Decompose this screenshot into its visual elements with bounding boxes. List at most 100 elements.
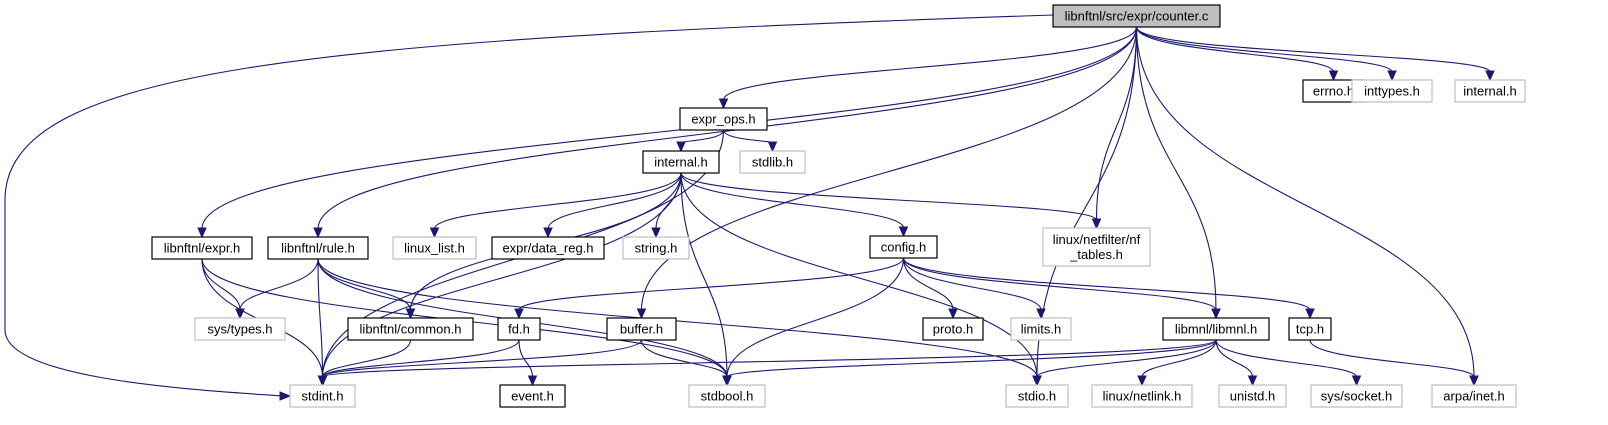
edge-arrowhead <box>718 98 729 110</box>
node-box <box>491 236 605 260</box>
edge-line <box>317 26 1138 230</box>
edge-arrowhead <box>767 141 778 153</box>
edge-line <box>680 172 728 378</box>
node-fd-h[interactable]: fd.h <box>497 317 541 341</box>
edge-config_h-to-tcp_h <box>902 257 1315 320</box>
node-box <box>1310 384 1403 408</box>
node-label: internal.h <box>1463 84 1516 99</box>
edge-libmnl_libmnl_h-to-linux_netlink_h <box>1137 339 1217 387</box>
node-label: _tables.h <box>1069 247 1123 262</box>
node-label: config.h <box>881 240 927 255</box>
edge-counter_c-to-linux_netfilter_nf_tables_h <box>1091 26 1138 230</box>
node-box <box>347 317 474 341</box>
edge-arrowhead <box>317 375 328 387</box>
node-internal-h-top: internal.h <box>1454 79 1526 103</box>
edge-fd_h-to-event_h <box>518 339 538 387</box>
edge-arrowhead <box>543 227 553 239</box>
edge-line <box>201 258 241 311</box>
edge-line <box>680 172 1038 378</box>
edge-line <box>1135 26 1491 73</box>
node-label: libnftnl/common.h <box>360 322 462 337</box>
edge-line <box>680 172 905 229</box>
edge-arrowhead <box>1485 70 1495 82</box>
node-label: linux/netfilter/nf <box>1053 232 1141 247</box>
node-stdlib-h: stdlib.h <box>739 150 806 174</box>
edge-arrowhead <box>279 391 292 401</box>
edge-line <box>518 339 534 378</box>
node-libnftnl-rule-h[interactable]: libnftnl/rule.h <box>267 236 369 260</box>
node-proto-h[interactable]: proto.h <box>922 317 984 341</box>
node-config-h[interactable]: config.h <box>869 235 938 259</box>
edge-counter_c-to-expr_ops_h <box>718 26 1138 110</box>
edge-config_h-to-stdbool_h <box>722 257 905 387</box>
edge-line <box>1215 339 1254 378</box>
node-label: fd.h <box>508 322 530 337</box>
edge-arrowhead <box>948 308 958 320</box>
node-buffer-h[interactable]: buffer.h <box>606 317 677 341</box>
edge-arrowhead <box>676 141 686 153</box>
node-libnftnl-common-h[interactable]: libnftnl/common.h <box>347 317 474 341</box>
node-tcp-h[interactable]: tcp.h <box>1288 317 1332 341</box>
node-label: sys/socket.h <box>1321 389 1393 404</box>
edge-internal_h-to-config_h <box>680 172 909 238</box>
edge-counter_c-to-stdint_h <box>4 14 1054 401</box>
node-label: internal.h <box>654 155 707 170</box>
node-label: stdlib.h <box>752 155 793 170</box>
node-box <box>622 236 690 260</box>
node-libnftnl-expr-h[interactable]: libnftnl/expr.h <box>151 236 253 260</box>
edge-arrowhead <box>722 375 732 387</box>
edge-line <box>1215 339 1358 378</box>
edge-line <box>321 339 643 378</box>
node-label: buffer.h <box>620 322 663 337</box>
node-label: tcp.h <box>1296 322 1324 337</box>
node-label: stdint.h <box>302 389 344 404</box>
edge-counter_c-to-libnftnl_rule_h <box>313 26 1138 239</box>
edge-line <box>1141 339 1217 378</box>
node-counter-c[interactable]: libnftnl/src/expr/counter.c <box>1052 4 1221 28</box>
node-box <box>289 384 356 408</box>
edge-arrowhead <box>1247 375 1258 387</box>
node-unistd-h: unistd.h <box>1218 384 1287 408</box>
edge-line <box>726 257 905 378</box>
edge-line <box>902 257 1042 311</box>
node-label: stdio.h <box>1018 389 1056 404</box>
edge-internal_h-to-expr_data_reg_h <box>543 172 682 239</box>
node-internal-h[interactable]: internal.h <box>642 150 720 174</box>
node-label: linux/netlink.h <box>1103 389 1182 404</box>
edge-libmnl_libmnl_h-to-stdint_h <box>317 339 1217 387</box>
edge-arrowhead <box>1036 308 1046 320</box>
edge-arrowhead <box>313 227 323 239</box>
edge-counter_c-to-inttypes_h <box>1135 26 1397 82</box>
node-box <box>499 384 566 408</box>
edge-arrowhead <box>1091 218 1102 230</box>
node-expr-data-reg-h[interactable]: expr/data_reg.h <box>491 236 605 260</box>
edge-line <box>321 339 520 378</box>
node-event-h[interactable]: event.h <box>499 384 566 408</box>
node-box <box>1454 79 1526 103</box>
node-box <box>739 150 806 174</box>
node-box <box>922 317 984 341</box>
edge-line <box>321 339 1217 378</box>
edge-line <box>433 172 682 230</box>
edge-line <box>902 257 1217 311</box>
edge-libnftnl_rule_h-to-stdint_h <box>317 258 328 387</box>
edge-arrowhead <box>1032 375 1042 387</box>
node-stdint-h: stdint.h <box>289 384 356 408</box>
edge-arrowhead <box>405 308 416 320</box>
node-label: expr/data_reg.h <box>502 241 593 256</box>
edge-line <box>317 258 324 378</box>
edge-line <box>1309 339 1475 378</box>
node-box <box>1351 79 1433 103</box>
edge-line <box>1135 26 1217 311</box>
node-box <box>1005 384 1069 408</box>
edge-arrowhead <box>197 227 207 239</box>
node-errno-h[interactable]: errno.h <box>1302 79 1365 103</box>
node-label: libnftnl/rule.h <box>281 241 355 256</box>
node-box <box>1052 4 1221 28</box>
edge-line <box>1095 26 1138 221</box>
node-expr-ops-h[interactable]: expr_ops.h <box>679 107 768 131</box>
node-box <box>267 236 369 260</box>
node-libmnl-libmnl-h[interactable]: libmnl/libmnl.h <box>1162 317 1270 341</box>
edge-line <box>4 14 1054 397</box>
node-box <box>151 236 253 260</box>
